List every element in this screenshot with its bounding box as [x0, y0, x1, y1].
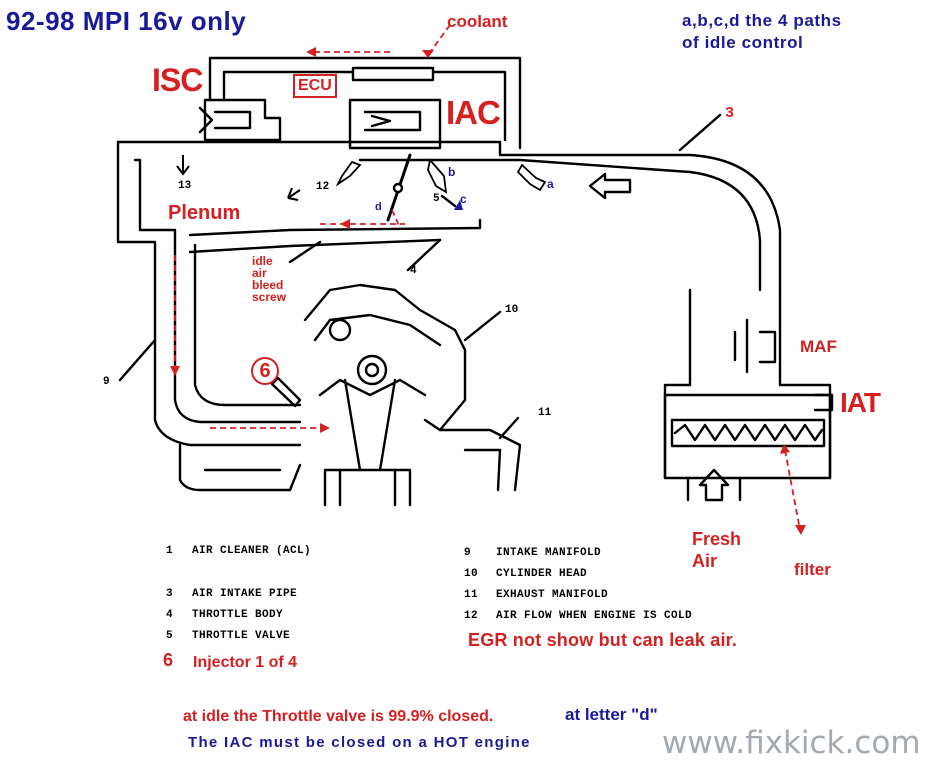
air-cleaner-box: [663, 393, 832, 480]
injector-callout-6: 6: [251, 357, 279, 385]
legend-num: 9: [464, 547, 472, 559]
watermark: www.fixkick.com: [662, 725, 921, 761]
legend-text: INTAKE MANIFOLD: [496, 547, 602, 559]
legend-item: 4 THROTTLE BODY: [166, 610, 283, 621]
iat-label: IAT: [840, 387, 881, 418]
idle-paths-note-line2: of idle control: [682, 33, 804, 52]
air-filter-element: [670, 418, 826, 448]
callout-12: 12: [316, 181, 330, 193]
legend-item: 12 AIR FLOW WHEN ENGINE IS COLD: [464, 611, 692, 622]
isc-valve-body: [203, 98, 282, 142]
idle-throttle-note: at idle the Throttle valve is 99.9% clos…: [183, 708, 494, 725]
legend-num: 3: [166, 588, 174, 600]
legend-text: AIR CLEANER (ACL): [192, 545, 312, 557]
piston: [323, 468, 412, 507]
bleed-line1: idle: [252, 254, 273, 268]
legend-text: THROTTLE VALVE: [192, 630, 291, 642]
callout-5: 5: [433, 193, 440, 205]
legend-num: 11: [464, 589, 479, 601]
plenum-outer-wall: [116, 140, 782, 292]
legend-text: AIR INTAKE PIPE: [192, 588, 298, 600]
isc-outflow-arrow-13: [176, 155, 190, 176]
exhaust-manifold: [438, 428, 522, 492]
isc-label: ISC: [152, 62, 203, 98]
plenum-left-wall: [116, 140, 302, 447]
legend-num: 1: [166, 545, 174, 557]
path-a-arrow: [516, 163, 547, 192]
valve-right: [378, 378, 397, 472]
legend-text: AIR FLOW WHEN ENGINE IS COLD: [496, 610, 693, 622]
path-letter-b: b: [448, 165, 456, 179]
path-letter-d: d: [375, 201, 382, 213]
intake-flow-arrow: [588, 172, 632, 200]
bleed-line2: air: [252, 266, 267, 280]
intake-pipe-inner: [358, 158, 762, 292]
egr-note: EGR not show but can leak air.: [468, 630, 738, 650]
path-letter-a: a: [547, 177, 554, 191]
filter-label: filter: [794, 560, 831, 579]
idle-throttle-note-suffix: at letter "d": [565, 705, 658, 724]
iac-valve-body: [348, 98, 442, 150]
legend-num: 10: [464, 568, 479, 580]
callout-13: 13: [178, 180, 192, 192]
injector-legend-num: 6: [163, 650, 174, 670]
callout-10: 10: [505, 304, 519, 316]
idle-air-bleed-screw-label: idle air bleed screw: [252, 255, 286, 303]
iac-hot-engine-note: The IAC must be closed on a HOT engine: [188, 734, 531, 751]
fresh-air-inlet: [686, 476, 742, 502]
fresh-air-label: Fresh Air: [692, 528, 741, 572]
legend-item: 1 AIR CLEANER (ACL): [166, 546, 311, 557]
legend-num: 12: [464, 610, 479, 622]
cold-flow-arrow-12: [335, 160, 362, 187]
fresh-air-line1: Fresh: [692, 529, 742, 549]
plenum-label: Plenum: [168, 202, 241, 224]
cylinder-head: [303, 283, 467, 432]
fresh-air-arrow: [698, 468, 730, 502]
maf-sensor: [733, 318, 777, 374]
coolant-sensor-box: [351, 66, 435, 82]
legend-text: EXHAUST MANIFOLD: [496, 589, 609, 601]
coolant-loop-line: [208, 56, 522, 150]
maf-label: MAF: [800, 337, 837, 356]
callout-3: 3: [725, 105, 735, 122]
air-intake-pipe-left: [663, 288, 692, 480]
path-b-arrow: [427, 158, 448, 194]
bleed-line4: screw: [252, 290, 287, 304]
legend-item: 11 EXHAUST MANIFOLD: [464, 590, 608, 601]
legend-text: THROTTLE BODY: [192, 609, 284, 621]
legend-item: 5 THROTTLE VALVE: [166, 631, 290, 642]
legend-num: 5: [166, 630, 174, 642]
callout-9: 9: [103, 376, 110, 388]
legend-item: 9 INTAKE MANIFOLD: [464, 548, 601, 559]
idle-paths-note-line1: a,b,c,d the 4 paths: [682, 11, 842, 30]
callout-4: 4: [410, 265, 417, 277]
ecu-label: ECU: [293, 74, 337, 98]
legend-num: 4: [166, 609, 174, 621]
fresh-air-line2: Air: [692, 551, 718, 571]
lower-plenum-box: [178, 443, 302, 492]
injector-legend-text: Injector 1 of 4: [193, 654, 298, 671]
legend-text: CYLINDER HEAD: [496, 568, 588, 580]
idle-paths-note: a,b,c,d the 4 paths of idle control: [682, 10, 842, 54]
valve-left: [343, 378, 362, 472]
injector-body: [270, 376, 302, 408]
throttle-body-lower: [188, 218, 482, 237]
plenum-inner-wall: [133, 158, 302, 424]
legend-item: 3 AIR INTAKE PIPE: [166, 589, 297, 600]
iac-label: IAC: [446, 94, 501, 131]
coolant-label: coolant: [447, 12, 508, 31]
bleed-line3: bleed: [252, 278, 284, 292]
callout-11: 11: [538, 407, 552, 419]
path-letter-c: c: [460, 192, 467, 206]
iat-sensor: [813, 393, 834, 412]
legend-item: 10 CYLINDER HEAD: [464, 569, 587, 580]
page-title: 92-98 MPI 16v only: [6, 6, 247, 36]
